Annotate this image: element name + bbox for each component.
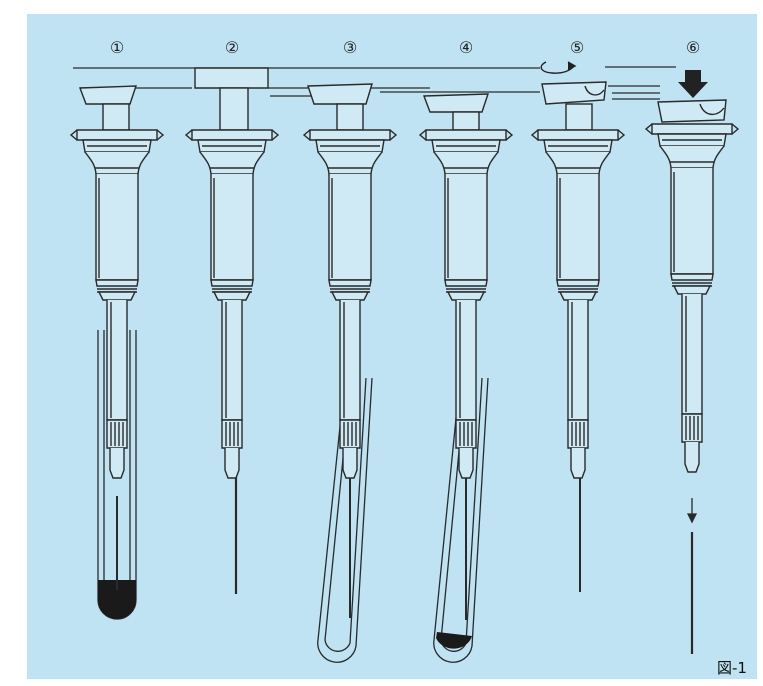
step-label-2: ② bbox=[225, 38, 239, 57]
step-label-6: ⑥ bbox=[686, 38, 700, 57]
figure-label: 図-1 bbox=[717, 659, 747, 677]
step-label-3: ③ bbox=[343, 38, 357, 57]
step-label-1: ① bbox=[110, 38, 124, 57]
step-label-4: ④ bbox=[459, 38, 473, 57]
step-label-5: ⑤ bbox=[570, 38, 584, 57]
